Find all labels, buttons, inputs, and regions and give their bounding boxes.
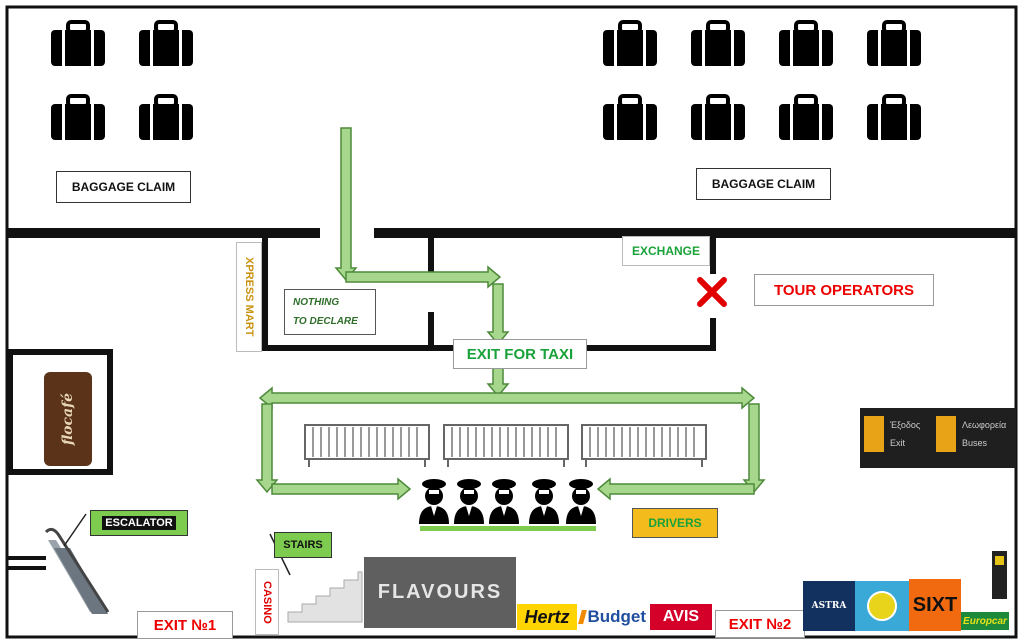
escalator-label: ESCALATOR	[90, 510, 188, 536]
rental-badge-icon	[867, 591, 897, 621]
cafe-booth	[7, 349, 113, 475]
xpress-mart-label: XPRESS MART	[236, 242, 262, 352]
nothing-to-declare-label: NOTHING TO DECLARE	[284, 289, 376, 335]
casino-label: CASINO	[255, 569, 279, 635]
astra-logo: ASTRA	[803, 581, 855, 631]
wall-xpress-right	[262, 238, 268, 350]
tour-operators-x-icon	[697, 277, 727, 307]
tour-operators-label: TOUR OPERATORS	[754, 274, 934, 306]
hertz-logo: Hertz	[517, 604, 577, 630]
terminal-outline	[5, 5, 1018, 639]
exit-sign-english: Exit	[890, 438, 906, 448]
baggage-claim-right-label: BAGGAGE CLAIM	[696, 168, 831, 200]
baggage-claim-left-label: BAGGAGE CLAIM	[56, 171, 191, 203]
exit-sign-greek: Έξοδος	[890, 420, 921, 430]
escalator-icon	[44, 513, 110, 614]
buses-sign-english: Buses	[962, 438, 988, 448]
exchange-label: EXCHANGE	[622, 236, 710, 266]
wall-exchange-top	[710, 238, 716, 274]
flocafe-logo-text: flocafé	[60, 392, 76, 446]
rental-badge-logo	[855, 581, 909, 631]
drivers-line	[420, 526, 596, 531]
budget-logo-text: Budget	[587, 607, 646, 626]
driver-icons	[419, 479, 596, 524]
route-arrows	[255, 127, 766, 501]
flavours-logo: FLAVOURS	[364, 557, 516, 628]
avis-logo: AVIS	[650, 604, 712, 630]
sixt-logo: SIXT	[909, 579, 961, 631]
wall-exchange-bottom	[710, 318, 716, 351]
buses-sign-greek: Λεωφορεία	[962, 420, 1007, 430]
wall-baggage-right	[374, 228, 1015, 238]
wall-customs-divider-bottom	[428, 312, 434, 350]
wall-customs-divider-top	[428, 238, 434, 276]
nothing-to-declare-line1: NOTHING	[293, 297, 340, 308]
crowd-barriers	[304, 424, 707, 468]
suitcase-icons	[49, 20, 923, 142]
escalator-label-text: ESCALATOR	[102, 516, 176, 530]
europcar-logo: Europcar	[961, 612, 1009, 630]
exit-sign-text: Έξοδος Exit	[890, 416, 920, 452]
budget-logo: Budget	[578, 604, 646, 630]
buses-sign-text: Λεωφορεία Buses	[962, 416, 1006, 452]
nothing-to-declare-line2: TO DECLARE	[293, 316, 358, 327]
exit-2-label[interactable]: EXIT №2	[715, 610, 805, 638]
stairs-label: STAIRS	[274, 532, 332, 558]
exit-1-label[interactable]: EXIT №1	[137, 611, 233, 639]
drivers-label: DRIVERS	[632, 508, 718, 538]
flocafe-logo: flocafé	[44, 372, 92, 466]
exit-for-taxi-label: EXIT FOR TAXI	[453, 339, 587, 369]
wall-baggage-left	[8, 228, 320, 238]
budget-mark-icon	[578, 610, 588, 624]
